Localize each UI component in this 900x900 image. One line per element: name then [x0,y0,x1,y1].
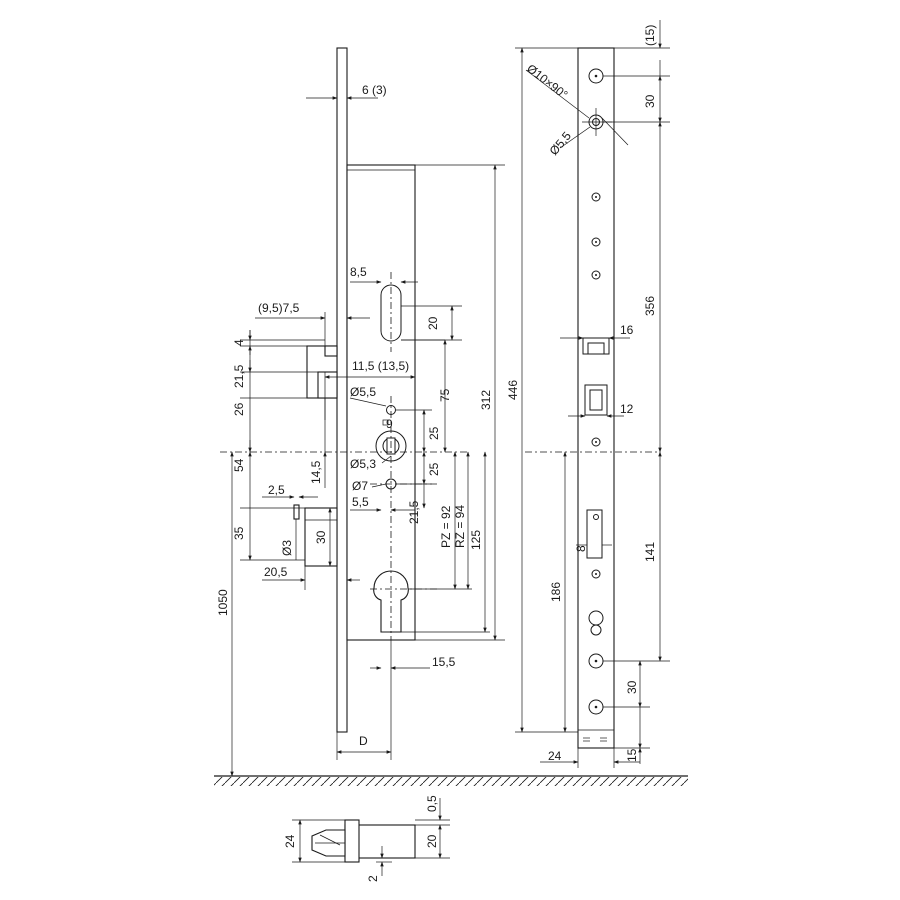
dim-hole-5-3: Ø5,3 [350,457,376,471]
dim-125: 125 [469,530,483,550]
dim-pz: PZ = 92 [439,505,453,548]
dim-312: 312 [479,390,493,410]
dim-rz: RZ = 94 [453,505,467,548]
dim-24-detail: 24 [283,834,297,848]
dim-1050: 1050 [216,589,230,616]
dim-446: 446 [506,380,520,400]
dim-20-detail: 20 [425,834,439,848]
dim-30-latch: 30 [314,530,328,544]
dim-15-5: 15,5 [432,655,456,669]
dim-20-5: 20,5 [264,565,288,579]
dim-hole-5-5-faceplate: Ø5,5 [547,129,575,158]
dim-25-lower: 25 [427,462,441,476]
dim-16: 16 [620,323,634,337]
dim-D: D [359,734,368,748]
dim-14-5: 14,5 [309,460,323,484]
dim-4: 4 [232,339,246,346]
dim-21-5-right: 21,5 [407,500,421,524]
side-view-dimensions: 6 (3) 8,5 20 (9,5)7,5 4 21,5 26 11,5 (13… [216,80,505,777]
dim-21-5-left: 21,5 [232,364,246,388]
dim-54: 54 [232,458,246,472]
dim-6-3: 6 (3) [362,83,387,97]
dim-5-5-b: 5,5 [352,495,369,509]
lock-side-view [220,47,470,733]
faceplate-front-view [525,47,660,749]
dim-35: 35 [232,526,246,540]
dim-11-5-13-5: 11,5 (13,5) [352,359,409,373]
dim-8-5: 8,5 [350,265,367,279]
dim-186: 186 [549,582,563,602]
dim-0-5: 0,5 [425,795,439,812]
dim-2-5: 2,5 [268,483,285,497]
dim-hole-countersink: Ø10×90° [524,61,570,102]
dim-8: 8 [574,545,588,552]
dim-30-bottom: 30 [625,680,639,694]
dim-9: 9 [386,417,393,431]
dim-30-top: 30 [643,94,657,108]
dim-141: 141 [643,542,657,562]
dim-15-paren: (15) [643,25,657,46]
dim-9-5-7-5: (9,5)7,5 [258,301,300,315]
dim-20-slot: 20 [426,316,440,330]
dim-15-bottom: 15 [625,748,639,762]
dim-hole-5-5: Ø5,5 [350,385,376,399]
dim-75: 75 [438,388,452,402]
dim-2: 2 [366,875,380,882]
dim-hole-7: Ø7 [352,479,368,493]
floor-line [214,775,688,786]
bolt-detail-view: 0,5 20 24 2 [283,795,450,882]
dim-25-upper: 25 [427,426,441,440]
dim-12: 12 [620,402,634,416]
dim-26: 26 [232,402,246,416]
dim-356: 356 [643,296,657,316]
dim-hole-3: Ø3 [280,540,294,556]
dim-24-bottom: 24 [548,749,562,763]
